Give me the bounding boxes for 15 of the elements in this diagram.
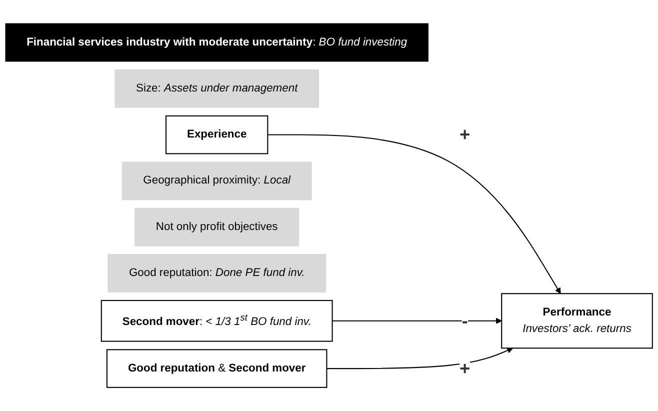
arrow (326, 347, 514, 370)
edge-label: + (460, 358, 470, 379)
node-box: Size: Assets under management (114, 69, 320, 108)
node-box: Performance Investors’ ack. returns (501, 293, 653, 349)
node-box: Not only profit objectives (134, 208, 300, 246)
edge-label: - (462, 310, 468, 332)
node-box: Good reputation & Second mover (106, 349, 328, 388)
node-box: Financial services industry with moderate uncertainty: BO fund investing (5, 23, 428, 62)
node-box: Good reputation: Done PE fund inv. (108, 254, 326, 292)
arrow (268, 134, 561, 294)
arrow (332, 318, 502, 324)
node-box: Experience (165, 115, 268, 154)
node-box: Second mover: < 1/3 1$^{st}$ BO fund inv. (100, 300, 333, 342)
edge-label: + (460, 124, 470, 145)
node-box: Geographical proximity: Local (122, 162, 312, 200)
